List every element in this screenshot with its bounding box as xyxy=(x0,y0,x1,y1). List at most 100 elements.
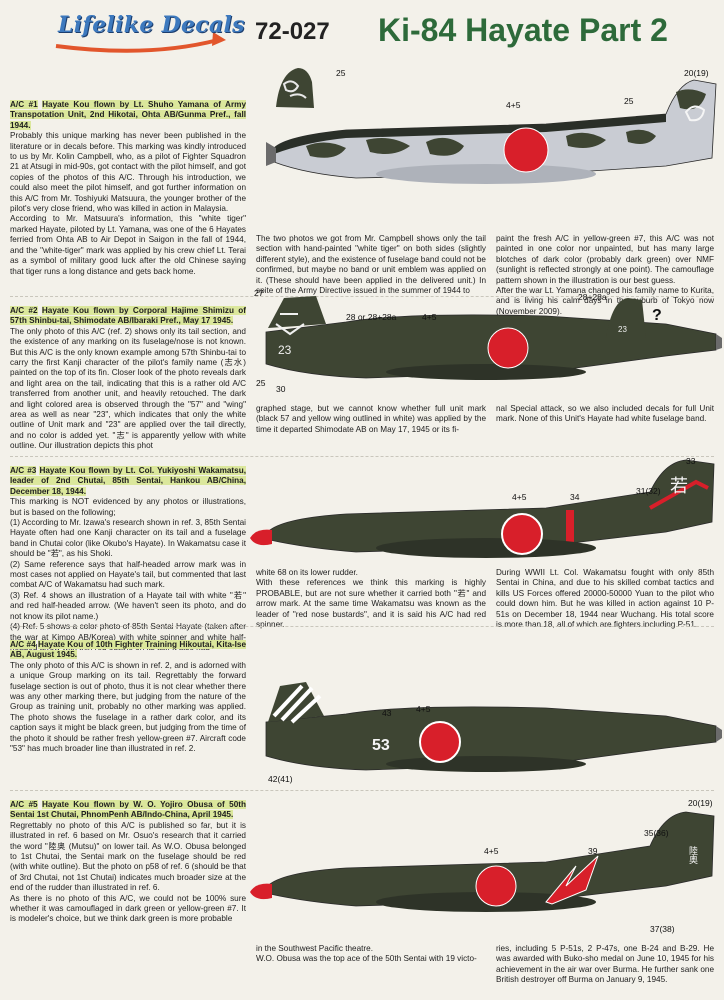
ac4-profile: 53 43 4+5 42(41) xyxy=(265,682,722,784)
ac5-col2b-text: W.O. Obusa was the top ace of the 50th S… xyxy=(256,954,477,964)
ac2-label-top: 27 xyxy=(254,288,264,298)
ac3-kanji: 若 xyxy=(670,476,688,497)
ac3-intro: Hayate Kou flown by Lt. Col. Yukiyoshi W… xyxy=(10,466,246,496)
ac5-fuselage xyxy=(269,811,715,907)
ac1-description: A/C #1 Hayate Kou flown by Lt. Shuho Yam… xyxy=(10,100,246,277)
divider xyxy=(10,790,714,791)
ac3-p1: (1) According to Mr. Izawa's research sh… xyxy=(10,518,246,559)
ac5-red-spinner xyxy=(250,883,272,900)
ac3-col2b-text: With these references we think this mark… xyxy=(256,578,486,630)
ac4-label-wing: 4+5 xyxy=(416,704,431,714)
ac5-intro: Hayate Kou flown by W. O. Yojiro Obusa o… xyxy=(10,800,246,820)
logo-swoosh-icon xyxy=(55,32,226,53)
ac1-label-top: 20(19) xyxy=(684,68,709,78)
ac2-profile: 23 27 28 or 28+28a 4+5 25 30 28+28a 23 ? xyxy=(254,288,722,394)
divider xyxy=(10,626,714,627)
ac2-col2: graphed stage, but we cannot know whethe… xyxy=(256,404,486,434)
ac5-label-wing: 4+5 xyxy=(484,846,499,856)
ac2-inset-number: 23 xyxy=(618,325,627,334)
ac2-label-wing: 4+5 xyxy=(422,312,437,322)
ac1-camouflage-blotches xyxy=(306,89,706,158)
ac3-wing xyxy=(376,538,596,558)
ac4-heading: A/C #4 xyxy=(10,640,36,649)
ac1-intro: Hayate Kou flown by Lt. Shuho Yamana of … xyxy=(10,100,246,130)
ac4-intro: Hayate Kou of 10th Fighter Training Hiko… xyxy=(10,640,246,660)
ac2-tail-number: 23 xyxy=(278,343,292,357)
ac3-half-arrow xyxy=(649,479,709,510)
ac2-wing xyxy=(386,364,586,380)
ac5-heading: A/C #5 xyxy=(10,800,38,809)
ac1-col3: paint the fresh A/C in yellow-green #7, … xyxy=(496,234,714,317)
ac3-profile: 若 33 4+5 34 31(32) xyxy=(250,456,715,558)
ac2-col3: nal Special attack, so we also included … xyxy=(496,404,714,424)
ac4-propeller xyxy=(716,726,722,742)
ac1-col2: The two photos we got from Mr. Campbell … xyxy=(256,234,486,296)
ac3-fuselage-band xyxy=(566,510,574,548)
ac5-body: Regrettably no photo of this A/C is publ… xyxy=(10,820,246,893)
ac1-wing xyxy=(376,164,596,184)
ac3-description: A/C #3 Hayate Kou flown by Lt. Col. Yuki… xyxy=(10,466,246,653)
ac4-group-stripes xyxy=(272,684,322,724)
ac5-sentai-lightning xyxy=(545,855,599,905)
ac2-intro: Hayate Kou flown by Corporal Hajime Shim… xyxy=(10,306,247,326)
ac5-col2-text: in the Southwest Pacific theatre. xyxy=(256,944,373,953)
ac2-propeller xyxy=(716,334,722,350)
ac1-body: Probably this unique marking has never b… xyxy=(10,131,246,214)
ac1-label-tail: 25 xyxy=(336,68,346,78)
ac4-code: 53 xyxy=(372,737,390,754)
page-header: Lifelike Decals 72-027 Ki-84 Hayate Part… xyxy=(0,0,724,62)
ac2-question-mark: ? xyxy=(652,307,662,324)
ac3-hinomaru xyxy=(501,513,543,555)
divider xyxy=(10,296,714,297)
ac2-tail xyxy=(268,296,326,328)
brand-logo: Lifelike Decals xyxy=(48,10,248,56)
ac5-body2: As there is no photo of this A/C, we cou… xyxy=(10,893,246,924)
ac2-description: A/C #2 Hayate Kou flown by Corporal Haji… xyxy=(10,306,247,452)
ac1-heading: A/C #1 xyxy=(10,100,38,109)
ac3-red-spinner xyxy=(250,529,272,546)
ac3-col2: white 68 on its lower rudder. With these… xyxy=(256,568,486,630)
ac3-heading: A/C #3 xyxy=(10,466,37,475)
ac2-unit-mark xyxy=(275,313,305,336)
ac5-col2: in the Southwest Pacific theatre. W.O. O… xyxy=(256,944,486,965)
ac3-p2: (2) Same reference says that half-headed… xyxy=(10,559,246,590)
ac5-label-top: 20(19) xyxy=(688,798,713,808)
ac4-wing xyxy=(386,756,586,772)
ac5-description: A/C #5 Hayate Kou flown by W. O. Yojiro … xyxy=(10,800,246,925)
ac4-fuselage xyxy=(265,706,717,771)
divider xyxy=(10,456,714,457)
ac2-hinomaru xyxy=(487,327,529,369)
ac5-hinomaru xyxy=(475,865,517,907)
ac1-hinomaru xyxy=(503,127,549,173)
ac5-profile: 陸奥 20(19) 35(36) 4+5 39 37(38) xyxy=(250,798,715,934)
ac5-col3: ries, including 5 P-51s, 2 P-47s, one B-… xyxy=(496,944,714,985)
ac2-label-inset: 28+28a xyxy=(578,292,607,302)
ac1-col3-text: paint the fresh A/C in yellow-green #7, … xyxy=(496,234,714,285)
ac1-body2: According to Mr. Matsuura's information,… xyxy=(10,214,246,276)
ac4-hinomaru xyxy=(419,721,461,763)
ac4-label-bottom: 42(41) xyxy=(268,774,293,784)
catalog-number: 72-027 xyxy=(255,18,330,45)
ac3-label-top: 33 xyxy=(686,456,696,466)
ac4-description: A/C #4 Hayate Kou of 10th Fighter Traini… xyxy=(10,640,246,754)
ac3-col2-text: white 68 on its lower rudder. xyxy=(256,568,358,577)
ac3-col3: During WWII Lt. Col. Wakamatsu fought wi… xyxy=(496,568,714,630)
ac2-label-b1: 25 xyxy=(256,378,266,388)
ac5-label-mid: 39 xyxy=(588,846,598,856)
ac1-label-fin: 25 xyxy=(624,96,634,106)
ac1-tail-inset xyxy=(276,68,314,108)
ac3-label-wing: 4+5 xyxy=(512,492,527,502)
sheet-title: Ki-84 Hayate Part 2 xyxy=(378,12,668,48)
ac3-label-band: 34 xyxy=(570,492,580,502)
ac3-label-fin: 31(32) xyxy=(636,486,661,496)
ac1-profile: 25 4+5 25 20(19) xyxy=(266,68,717,184)
ac1-white-tiger xyxy=(684,105,706,122)
ac3-p3: (3) Ref. 4 shows an illustration of a Ha… xyxy=(10,590,246,621)
ac2-body: The only photo of this A/C (ref. 2) show… xyxy=(10,326,246,451)
brand-name: Lifelike Decals xyxy=(58,12,245,38)
ac3-body: This marking is NOT evidenced by any pho… xyxy=(10,497,246,517)
ac2-label-mid: 28 or 28+28a xyxy=(346,312,397,322)
ac5-label-fin: 35(36) xyxy=(644,828,669,838)
ac1-propeller xyxy=(266,142,276,166)
ac2-heading: A/C #2 xyxy=(10,306,38,315)
